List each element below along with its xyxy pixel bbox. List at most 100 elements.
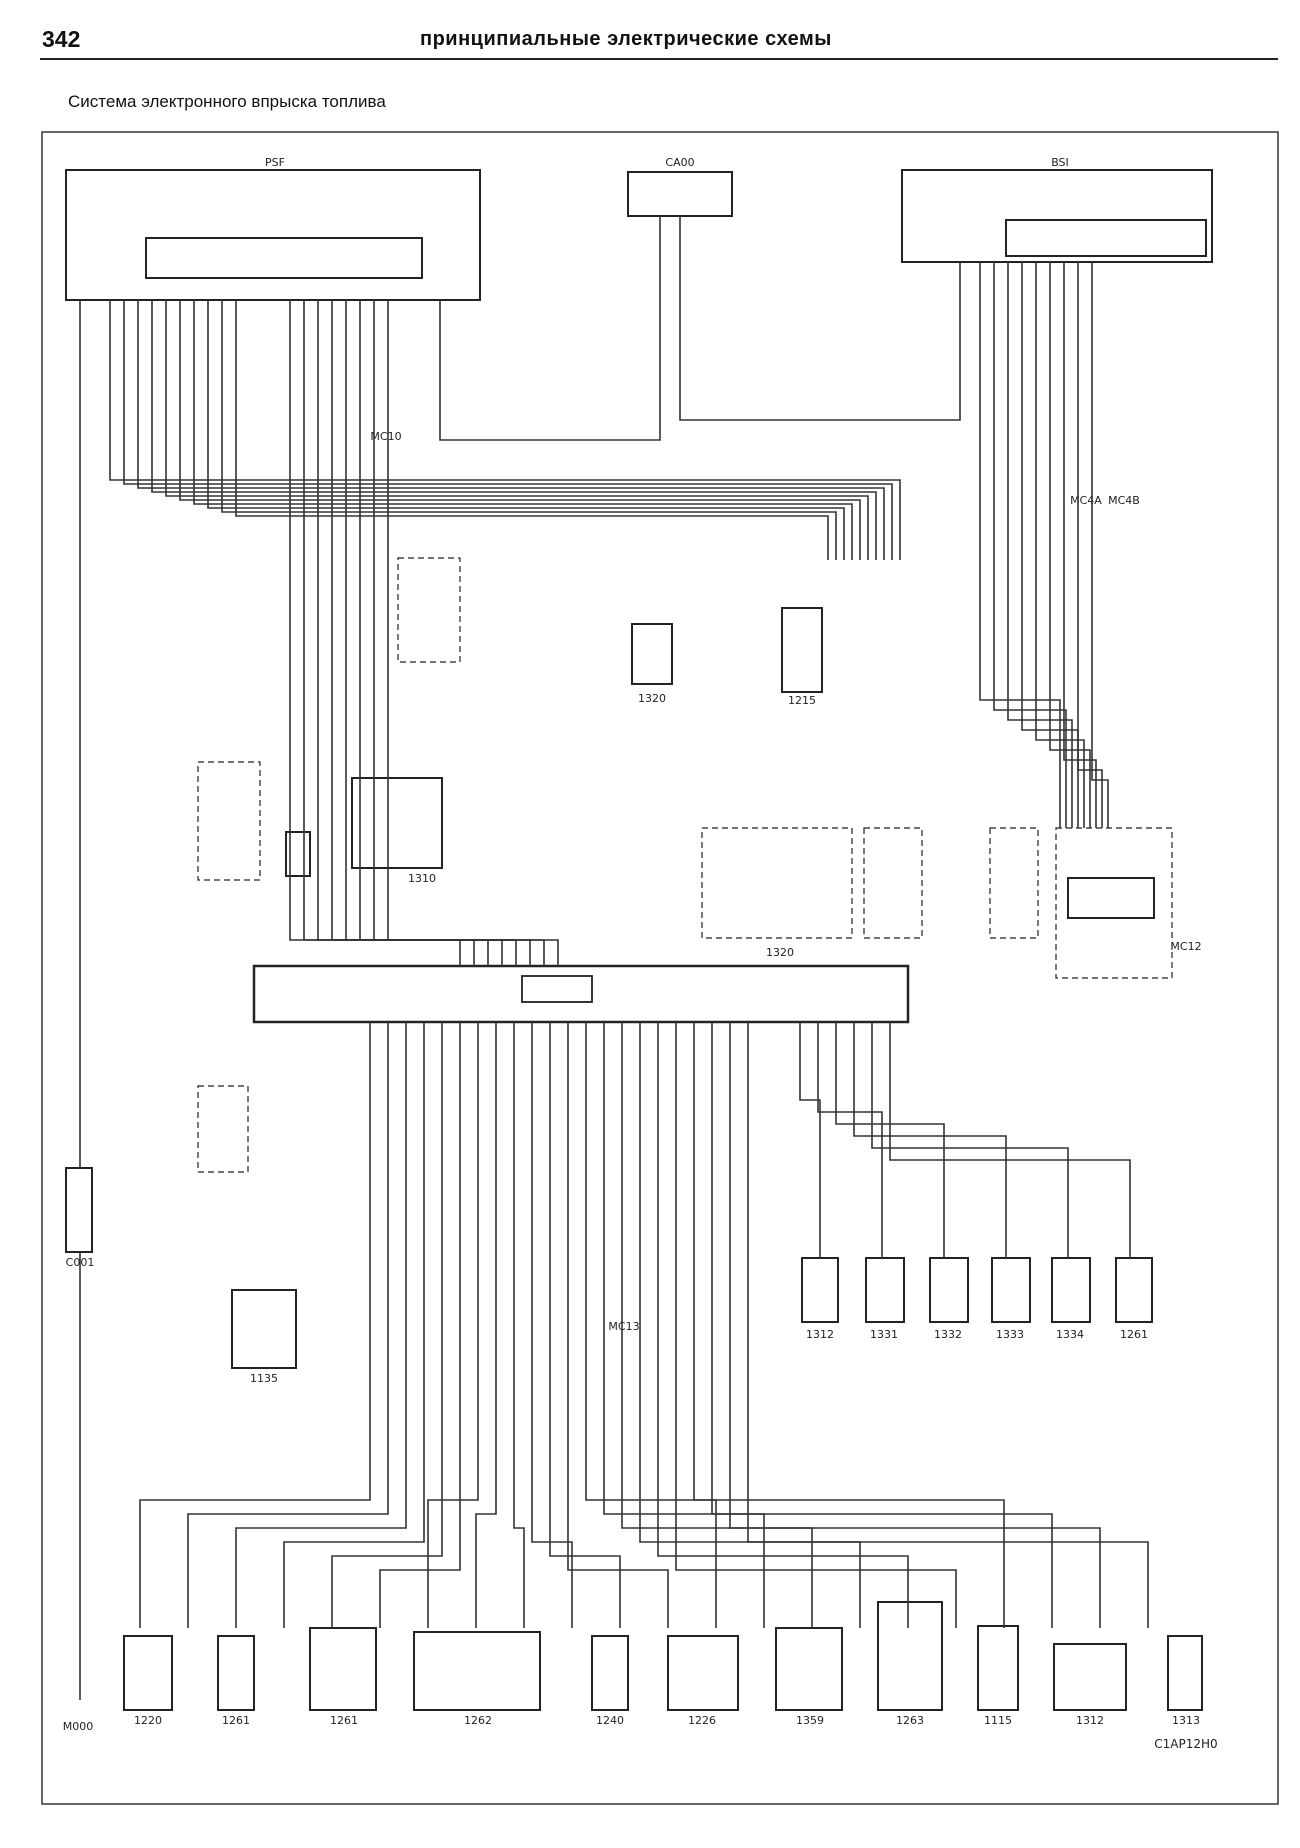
label-bottom-8: 1263 bbox=[896, 1714, 924, 1727]
wire-top-left bbox=[165, 300, 869, 560]
relay-box-right bbox=[901, 169, 1213, 263]
wire-left-ecu bbox=[345, 300, 517, 966]
coil bbox=[231, 1289, 297, 1369]
label-bottom-5: 1240 bbox=[596, 1714, 624, 1727]
wire-ignition-2 bbox=[439, 216, 661, 441]
bottom-comp-1262 bbox=[413, 1631, 541, 1711]
label-mc12: MC12 bbox=[1170, 940, 1201, 953]
bottom-comp-1220 bbox=[123, 1635, 173, 1711]
bottom-comp-1312 bbox=[1053, 1643, 1127, 1711]
label-bottom-2: 1261 bbox=[222, 1714, 250, 1727]
label-mc10: MC10 bbox=[370, 430, 401, 443]
injector-1333 bbox=[991, 1257, 1031, 1323]
wire-injector bbox=[889, 1022, 1131, 1258]
diag-box bbox=[197, 1085, 249, 1173]
injector-1332 bbox=[929, 1257, 969, 1323]
bottom-comp-1263 bbox=[877, 1601, 943, 1711]
diagram-frame bbox=[41, 131, 1279, 1805]
injector-1261 bbox=[1115, 1257, 1153, 1323]
wire-injector bbox=[817, 1022, 883, 1258]
label-bottom-3: 1261 bbox=[330, 1714, 358, 1727]
wire-top-left bbox=[123, 300, 893, 560]
wire-top-left bbox=[207, 300, 845, 560]
wire-bottom bbox=[657, 1022, 909, 1628]
wire-bottom bbox=[379, 1022, 461, 1628]
label-1312-inj: 1312 bbox=[806, 1328, 834, 1341]
label-mc4b: MC4B bbox=[1108, 494, 1140, 507]
wire-right bbox=[1049, 262, 1091, 828]
wire-bundle bbox=[79, 216, 1149, 1700]
fuse-box-left bbox=[65, 169, 481, 301]
wire-top-left bbox=[109, 300, 901, 560]
wire-top-left bbox=[137, 300, 885, 560]
fuse-box-left-inner bbox=[145, 237, 423, 279]
label-code: C1AP12H0 bbox=[1154, 1737, 1217, 1751]
wire-bottom bbox=[283, 1022, 425, 1628]
label-m000: M000 bbox=[63, 1720, 94, 1733]
wire-bottom bbox=[693, 1022, 1005, 1628]
wire-bottom bbox=[235, 1022, 407, 1628]
relay-small bbox=[285, 831, 311, 877]
wire-left-ecu bbox=[317, 300, 489, 966]
bottom-comp-1313 bbox=[1167, 1635, 1203, 1711]
wire-left-ecu bbox=[359, 300, 531, 966]
wire-left-ecu bbox=[373, 300, 545, 966]
injector-1334 bbox=[1051, 1257, 1091, 1323]
label-bottom-1: 1220 bbox=[134, 1714, 162, 1727]
sensor-group-1 bbox=[701, 827, 853, 939]
label-1310: 1310 bbox=[408, 872, 436, 885]
wire-right bbox=[993, 262, 1067, 828]
wire-right bbox=[1007, 262, 1073, 828]
wire-top-left bbox=[193, 300, 853, 560]
sensor-1320 bbox=[631, 623, 673, 685]
display-unit bbox=[1067, 877, 1155, 919]
wire-left-ecu bbox=[289, 300, 461, 966]
sensor-group-3 bbox=[989, 827, 1039, 939]
label-c001: C001 bbox=[66, 1256, 95, 1269]
label-ca00: CA00 bbox=[665, 156, 694, 169]
wire-bottom bbox=[331, 1022, 443, 1628]
wire-bottom bbox=[711, 1022, 1053, 1628]
label-bottom-4: 1262 bbox=[464, 1714, 492, 1727]
label-1334: 1334 bbox=[1056, 1328, 1084, 1341]
sensor-group-4 bbox=[1055, 827, 1173, 979]
wire-top-left bbox=[151, 300, 877, 560]
bottom-comp-1115 bbox=[977, 1625, 1019, 1711]
label-1261-inj: 1261 bbox=[1120, 1328, 1148, 1341]
wire-ignition bbox=[679, 216, 961, 421]
injector-1312 bbox=[801, 1257, 839, 1323]
label-bsi: BSI bbox=[1051, 156, 1069, 169]
wire-right bbox=[1091, 262, 1109, 828]
diag-socket bbox=[65, 1167, 93, 1253]
bottom-comp-1359 bbox=[775, 1627, 843, 1711]
wire-bottom bbox=[475, 1022, 497, 1628]
wire-bottom bbox=[567, 1022, 669, 1628]
bottom-comp-1240 bbox=[591, 1635, 629, 1711]
diagram-title: Система электронного впрыска топлива bbox=[68, 92, 386, 111]
bottom-comp-1261b bbox=[309, 1627, 377, 1711]
label-bottom-11: 1313 bbox=[1172, 1714, 1200, 1727]
sensor-1215 bbox=[781, 607, 823, 693]
wire-bottom bbox=[549, 1022, 621, 1628]
wire-injector bbox=[871, 1022, 1069, 1258]
label-bottom-6: 1226 bbox=[688, 1714, 716, 1727]
sensor-box-left bbox=[197, 761, 261, 881]
sensor-box-1 bbox=[397, 557, 461, 663]
label-1135: 1135 bbox=[250, 1372, 278, 1385]
wire-right bbox=[979, 262, 1061, 828]
bottom-comp-1261 bbox=[217, 1635, 255, 1711]
wire-bottom bbox=[603, 1022, 765, 1628]
label-1215: 1215 bbox=[788, 694, 816, 707]
label-bottom-10: 1312 bbox=[1076, 1714, 1104, 1727]
wire-injector bbox=[853, 1022, 1007, 1258]
label-1320-sensor: 1320 bbox=[638, 692, 666, 705]
main-ecu-symbol bbox=[521, 975, 593, 1003]
header-rule bbox=[40, 58, 1278, 60]
wire-right bbox=[1063, 262, 1097, 828]
wire-bottom bbox=[675, 1022, 957, 1628]
label-1332: 1332 bbox=[934, 1328, 962, 1341]
wire-right bbox=[1035, 262, 1085, 828]
sensor-group-2 bbox=[863, 827, 923, 939]
wire-bottom bbox=[531, 1022, 573, 1628]
